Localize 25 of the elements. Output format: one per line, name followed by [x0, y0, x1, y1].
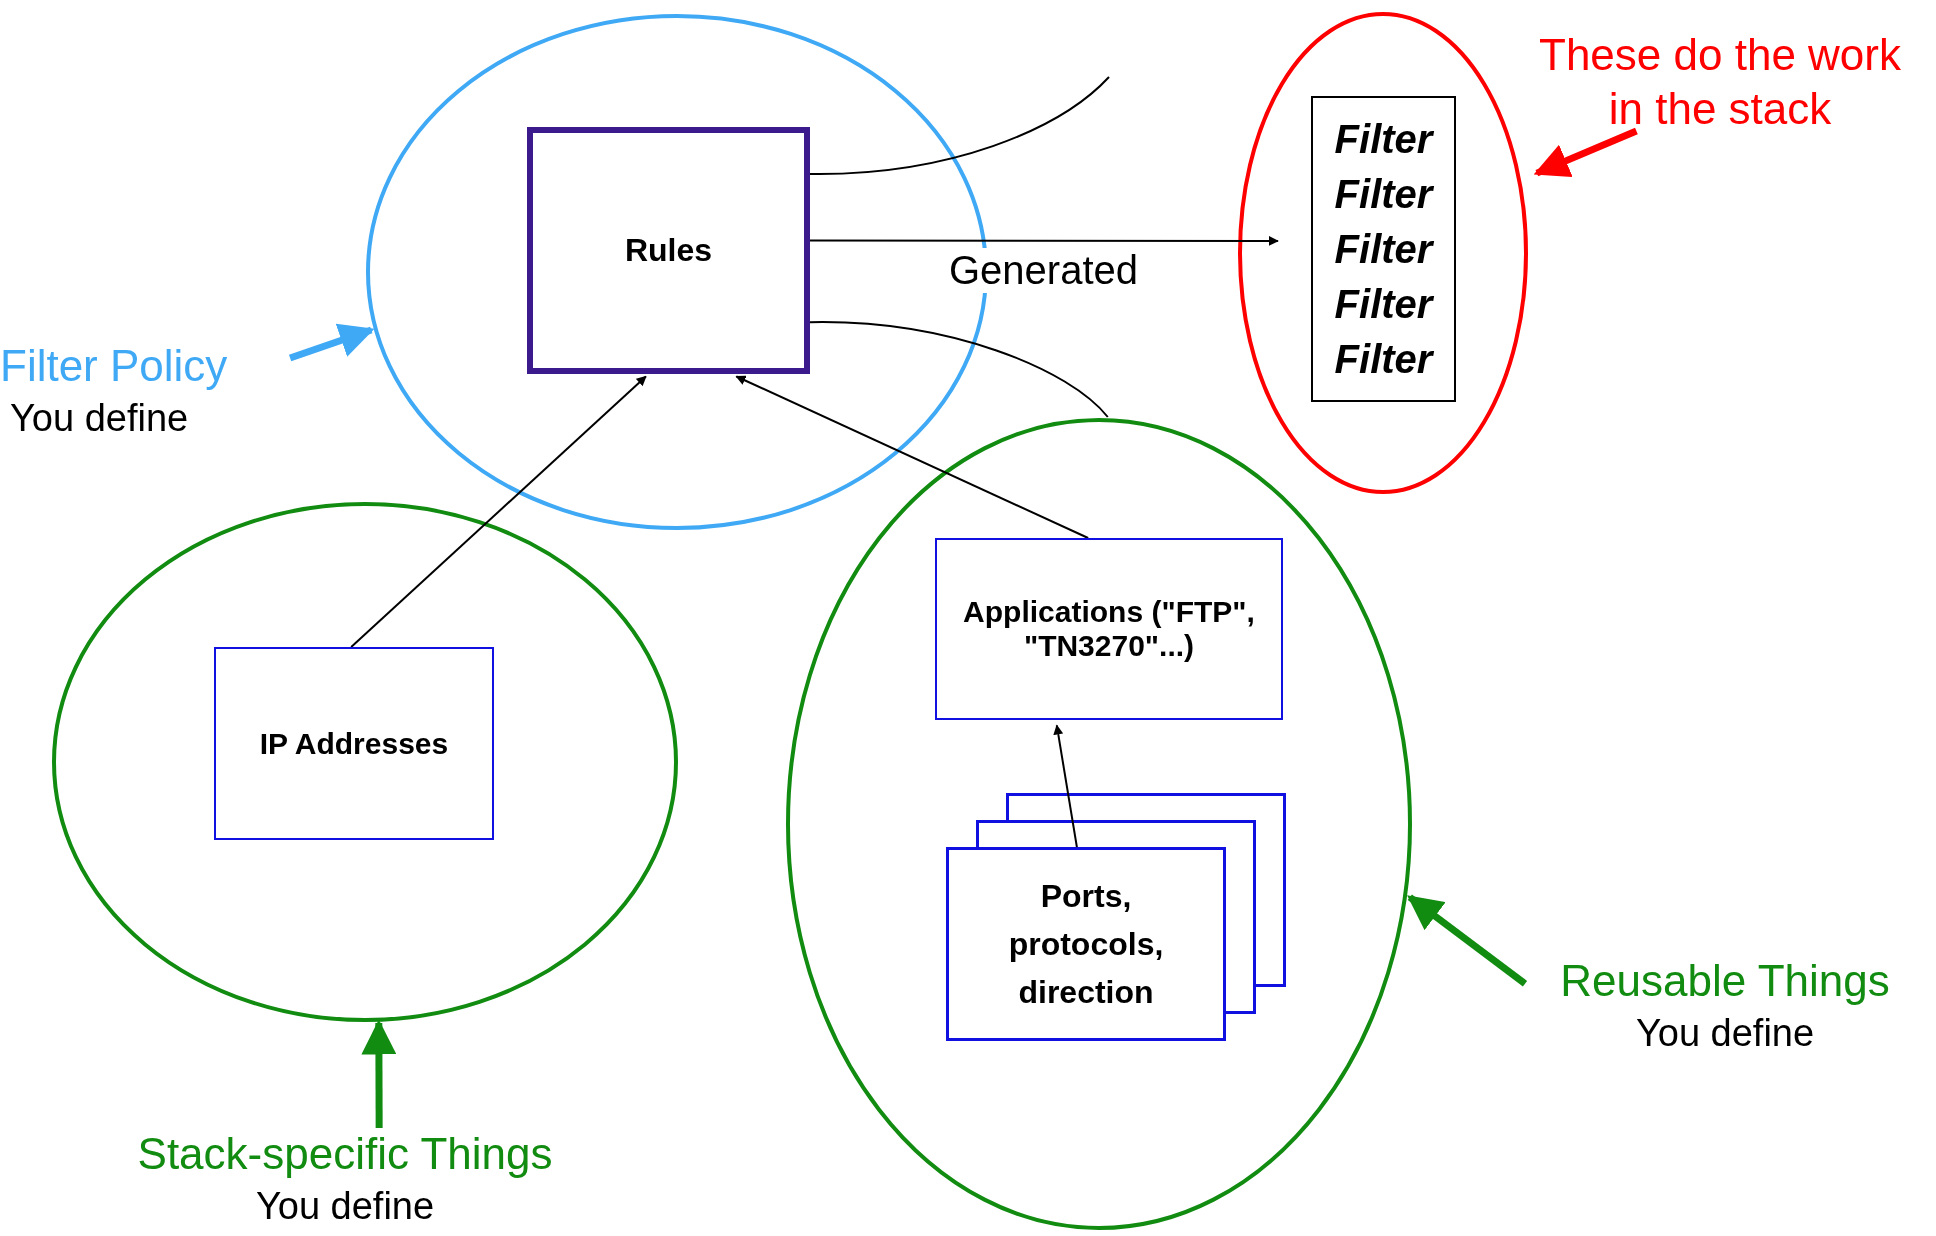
arrow [809, 235, 1279, 246]
arrow [1053, 724, 1078, 849]
callout-note: You define [255, 1184, 435, 1229]
callout-heading: Reusable Things [1560, 955, 1890, 1007]
filter-label: Filter [1334, 335, 1433, 383]
callout-note: You define [9, 396, 189, 441]
callout-heading: Stack-specific Things [137, 1128, 553, 1180]
arrow [735, 375, 1090, 539]
filter-label: Filter [1334, 225, 1433, 273]
filter-label: Filter [1334, 280, 1433, 328]
rules-box: Rules [527, 127, 810, 374]
process-box: Applications ("FTP", "TN3270"...) [935, 538, 1283, 720]
callout-heading: Filter Policy [0, 340, 228, 392]
box-label: Ports, protocols, direction [1007, 877, 1165, 1012]
arrow [288, 323, 375, 362]
filter-label: Filter [1334, 170, 1433, 218]
arrow [1533, 127, 1638, 177]
process-box: IP Addresses [214, 647, 494, 840]
callout-note: You define [1635, 1011, 1815, 1056]
curved-line [809, 76, 1110, 175]
arrow [1407, 894, 1528, 987]
callout-heading: These do the work in the stack [1538, 29, 1902, 135]
curved-line [809, 321, 1109, 418]
arrow [350, 375, 647, 648]
filter-label: Filter [1334, 115, 1433, 163]
